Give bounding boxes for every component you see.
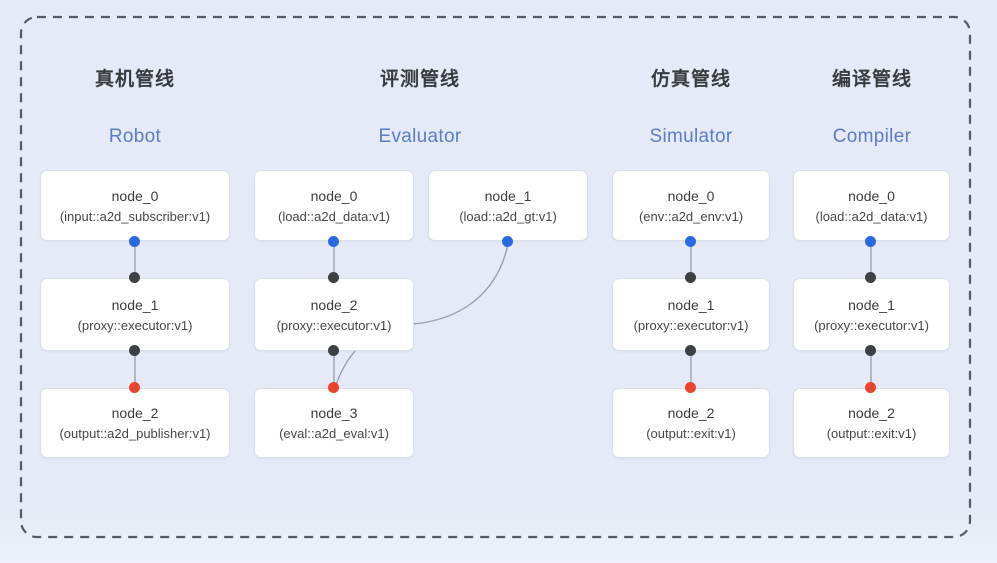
node-robot-1: node_1 (proxy::executor:v1) xyxy=(40,278,230,351)
node-evaluator-3: node_3 (eval::a2d_eval:v1) xyxy=(254,388,414,458)
robot-node2-input-port-dot xyxy=(129,382,140,393)
node-name: node_1 xyxy=(484,187,532,204)
node-name: node_1 xyxy=(111,296,159,313)
node-type: (output::exit:v1) xyxy=(646,426,736,441)
node-type: (input::a2d_subscriber:v1) xyxy=(59,208,211,224)
node-name: node_2 xyxy=(848,405,895,421)
node-evaluator-2: node_2 (proxy::executor:v1) xyxy=(254,278,414,351)
compiler-node0-output-port-dot xyxy=(865,236,876,247)
node-compiler-2: node_2 (output::exit:v1) xyxy=(793,388,950,458)
pipeline-title-zh-robot: 真机管线 xyxy=(94,69,175,90)
node-robot-2: node_2 (output::a2d_publisher:v1) xyxy=(40,388,230,458)
node-name: node_2 xyxy=(111,405,159,421)
dashed-border xyxy=(19,15,972,539)
compiler-node1-output-port-dot xyxy=(865,345,876,356)
node-type: (load::a2d_gt:v1) xyxy=(459,208,557,224)
pipeline-title-en-simulator: Simulator xyxy=(649,126,733,147)
evaluator-node1-output-port-dot xyxy=(502,236,513,247)
compiler-node2-input-port-dot xyxy=(865,382,876,393)
simulator-node1-input-port-dot xyxy=(685,272,696,283)
node-type: (proxy::executor:v1) xyxy=(276,317,392,333)
node-name: node_0 xyxy=(111,187,159,204)
node-compiler-1: node_1 (proxy::executor:v1) xyxy=(793,278,950,351)
evaluator-node3-input-port-dot xyxy=(328,382,339,393)
node-name: node_2 xyxy=(667,405,715,421)
evaluator-node0-output-port-dot xyxy=(328,236,339,247)
pipeline-title-zh-evaluator: 评测管线 xyxy=(379,69,460,90)
node-type: (load::a2d_data:v1) xyxy=(277,208,391,224)
node-compiler-0: node_0 (load::a2d_data:v1) xyxy=(793,170,950,241)
compiler-node1-input-port-dot xyxy=(865,272,876,283)
simulator-node1-output-port-dot xyxy=(685,345,696,356)
node-type: (output::exit:v1) xyxy=(826,426,917,441)
pipeline-title-zh-simulator: 仿真管线 xyxy=(650,69,731,90)
node-evaluator-1: node_1 (load::a2d_gt:v1) xyxy=(428,170,588,241)
pipeline-title-en-compiler: Compiler xyxy=(832,126,912,147)
node-name: node_0 xyxy=(667,187,715,204)
simulator-node2-input-port-dot xyxy=(685,382,696,393)
pipeline-title-en-evaluator: Evaluator xyxy=(378,126,462,147)
node-evaluator-0: node_0 (load::a2d_data:v1) xyxy=(254,170,414,241)
node-simulator-0: node_0 (env::a2d_env:v1) xyxy=(612,170,770,241)
node-robot-0: node_0 (input::a2d_subscriber:v1) xyxy=(40,170,230,241)
node-simulator-1: node_1 (proxy::executor:v1) xyxy=(612,278,770,351)
simulator-node0-output-port-dot xyxy=(685,236,696,247)
node-name: node_1 xyxy=(848,296,895,313)
pipeline-title-en-robot: Robot xyxy=(108,126,162,147)
robot-node1-output-port-dot xyxy=(129,345,140,356)
node-type: (output::a2d_publisher:v1) xyxy=(59,426,211,441)
robot-node1-input-port-dot xyxy=(129,272,140,283)
node-type: (proxy::executor:v1) xyxy=(633,317,749,333)
node-type: (proxy::executor:v1) xyxy=(814,317,929,333)
node-type: (proxy::executor:v1) xyxy=(77,317,193,333)
node-type: (load::a2d_data:v1) xyxy=(815,208,928,224)
evaluator-node2-output-port-dot xyxy=(328,345,339,356)
node-name: node_1 xyxy=(667,296,715,313)
node-type: (eval::a2d_eval:v1) xyxy=(279,426,389,441)
node-name: node_0 xyxy=(310,187,358,204)
node-simulator-2: node_2 (output::exit:v1) xyxy=(612,388,770,458)
node-name: node_0 xyxy=(848,187,895,204)
node-name: node_2 xyxy=(310,296,358,313)
node-type: (env::a2d_env:v1) xyxy=(638,208,744,224)
evaluator-node2-input-port-dot xyxy=(328,272,339,283)
robot-node0-output-port-dot xyxy=(129,236,140,247)
pipeline-title-zh-compiler: 编译管线 xyxy=(831,69,912,90)
node-name: node_3 xyxy=(310,405,358,421)
